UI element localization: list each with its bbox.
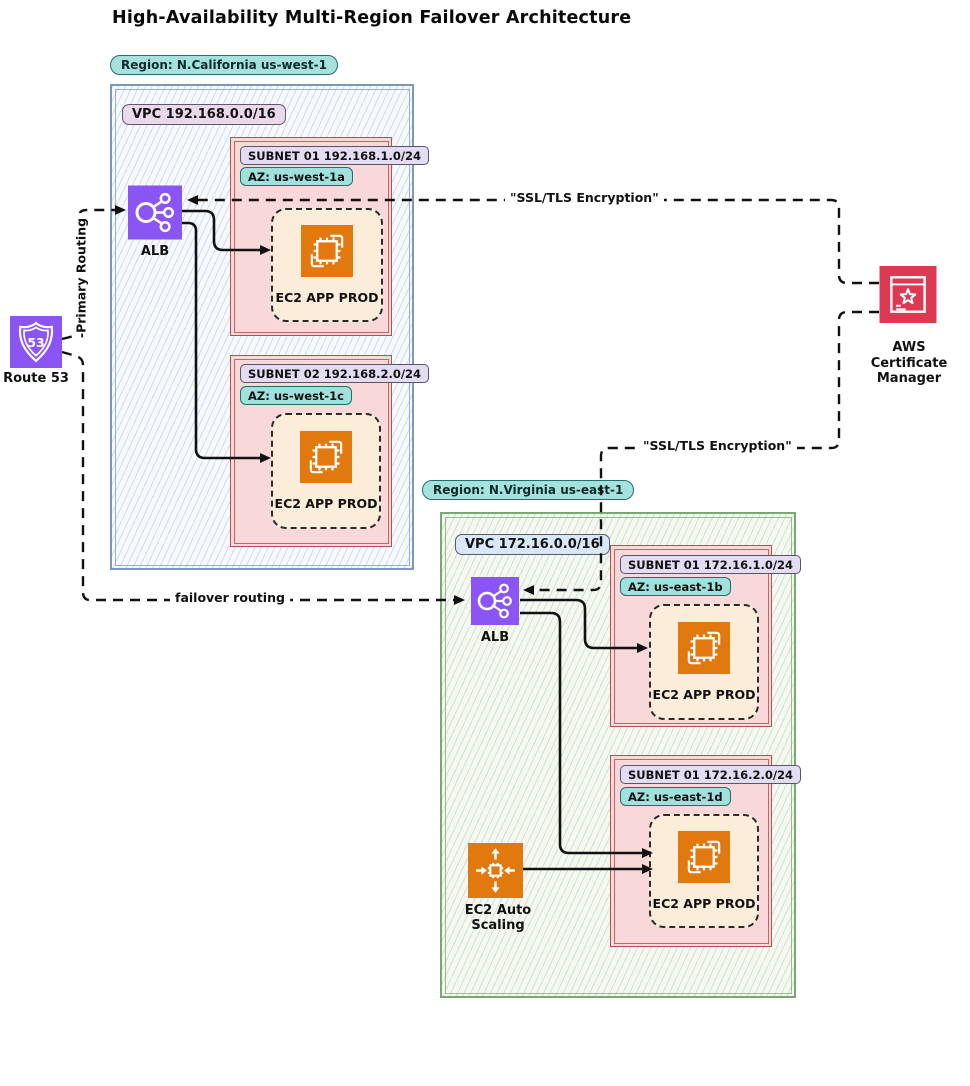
wire-route53-primary bbox=[61, 205, 126, 341]
failover-routing-label: failover routing bbox=[170, 590, 290, 605]
ec2-instance-east-2: EC2 APP PROD bbox=[649, 814, 759, 928]
diagram-title: High-Availability Multi-Region Failover … bbox=[112, 8, 632, 28]
alb-label-east: ALB bbox=[480, 630, 510, 645]
region-badge-east: Region: N.Virginia us-east-1 bbox=[422, 480, 635, 500]
route53-label: Route 53 bbox=[3, 371, 69, 386]
ec2-instance-label: EC2 APP PROD bbox=[275, 290, 379, 305]
acm-icon bbox=[879, 266, 937, 323]
ec2-autoscaling-icon bbox=[468, 843, 523, 898]
ec2-icon bbox=[678, 831, 730, 887]
az-badge-west-1: AZ: us-west-1a bbox=[240, 167, 353, 186]
acm-label: AWS Certificate Manager bbox=[870, 340, 948, 387]
ec2-icon bbox=[300, 431, 352, 487]
region-badge-west: Region: N.California us-west-1 bbox=[110, 55, 338, 75]
alb-label-west: ALB bbox=[140, 244, 170, 259]
vpc-badge-west: VPC 192.168.0.0/16 bbox=[122, 104, 286, 125]
primary-routing-label: -Primary Routing bbox=[73, 212, 89, 344]
ec2-icon bbox=[301, 225, 353, 281]
route53-icon bbox=[10, 316, 62, 368]
ec2-instance-west-2: EC2 APP PROD bbox=[271, 413, 381, 529]
ec2-icon bbox=[678, 622, 730, 678]
az-badge-west-2: AZ: us-west-1c bbox=[240, 386, 353, 405]
ec2-instance-west-1: EC2 APP PROD bbox=[271, 208, 383, 322]
subnet-badge-west-2: SUBNET 02 192.168.2.0/24 bbox=[240, 364, 430, 383]
ec2-instance-label: EC2 APP PROD bbox=[274, 496, 378, 511]
vpc-badge-east: VPC 172.16.0.0/16 bbox=[455, 534, 610, 555]
subnet-badge-east-2: SUBNET 01 172.16.2.0/24 bbox=[620, 765, 802, 784]
ec2-instance-label: EC2 APP PROD bbox=[652, 896, 756, 911]
az-badge-east-1: AZ: us-east-1b bbox=[620, 577, 731, 596]
az-badge-east-2: AZ: us-east-1d bbox=[620, 787, 731, 806]
alb-icon-east bbox=[470, 577, 520, 625]
ec2-instance-east-1: EC2 APP PROD bbox=[649, 604, 759, 720]
ec2-instance-label: EC2 APP PROD bbox=[652, 687, 756, 702]
ssl-encryption-label-east: "SSL/TLS Encryption" bbox=[638, 438, 797, 453]
ssl-encryption-label-west: "SSL/TLS Encryption" bbox=[505, 190, 664, 205]
alb-icon-west bbox=[128, 185, 182, 240]
subnet-badge-east-1: SUBNET 01 172.16.1.0/24 bbox=[620, 555, 802, 574]
subnet-badge-west-1: SUBNET 01 192.168.1.0/24 bbox=[240, 146, 430, 165]
ec2-autoscaling-label: EC2 Auto Scaling bbox=[464, 903, 532, 933]
